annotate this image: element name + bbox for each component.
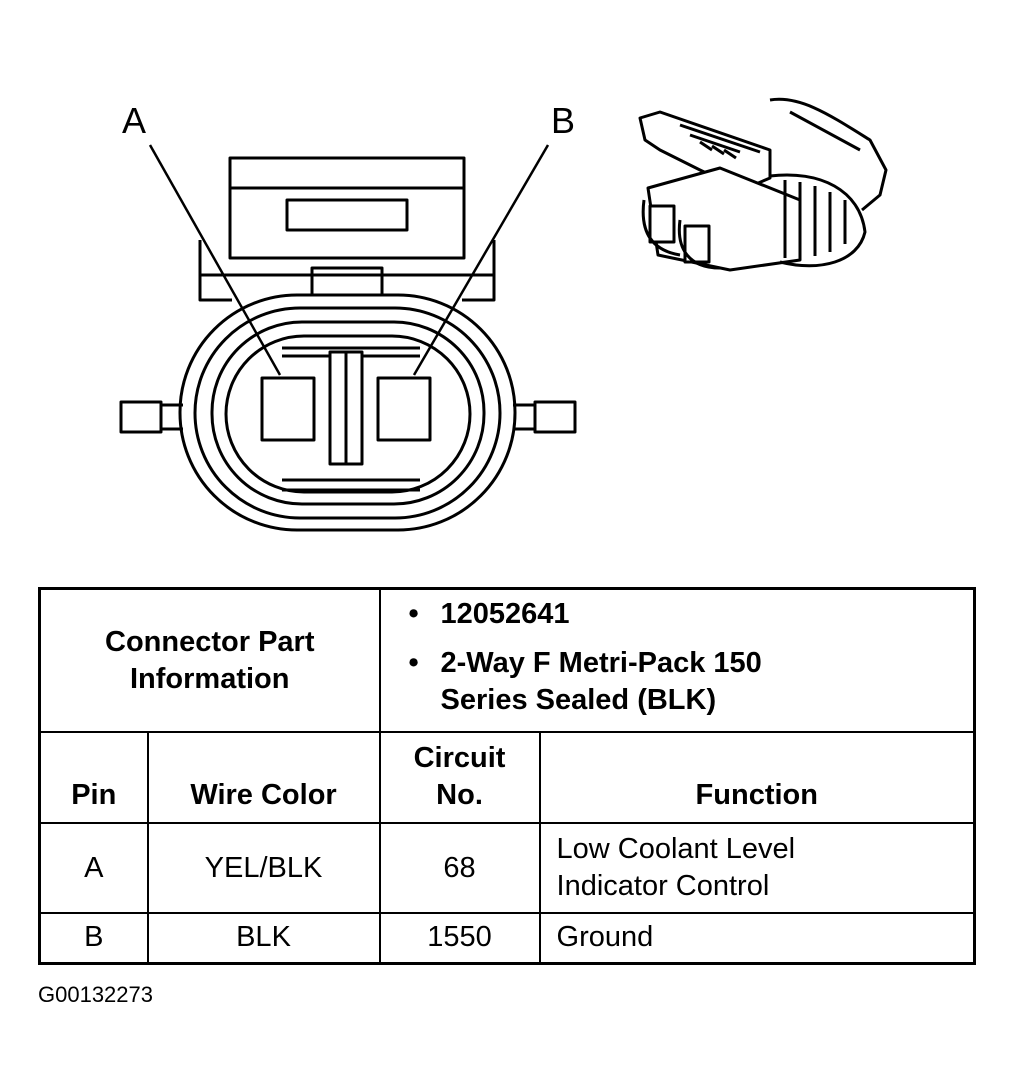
wire-color-cell: YEL/BLK [146, 822, 381, 914]
function-cell: Low Coolant Level Indicator Control [538, 822, 976, 914]
terminal-cavity-b [376, 376, 432, 442]
function-cell: Ground [538, 912, 976, 964]
circuit-cell: 68 [378, 822, 541, 914]
part-info-label: Connector Part Information [38, 587, 381, 733]
pin-label-a: A [122, 100, 146, 141]
header-row: Pin Wire Color Circuit No. Function [38, 731, 976, 824]
table-row: B BLK 1550 Ground [38, 912, 976, 964]
connector-latch [198, 156, 496, 302]
part-number: 12052641 [409, 596, 974, 633]
figure-id: G00132273 [38, 982, 153, 1007]
connector-type: 2-Way F Metri-Pack 150 Series Sealed (BL… [409, 645, 841, 719]
part-info-row: Connector Part Information 12052641 2-Wa… [38, 587, 976, 733]
pin-cell: B [38, 912, 149, 964]
circuit-cell: 1550 [378, 912, 541, 964]
header-pin: Pin [38, 731, 149, 824]
connector-info-table: Connector Part Information 12052641 2-Wa… [38, 587, 977, 965]
part-info-list: 12052641 2-Way F Metri-Pack 150 Series S… [381, 590, 974, 731]
terminal-cavity-a [260, 376, 316, 442]
header-function: Function [538, 731, 976, 824]
connector-perspective-view [638, 97, 888, 272]
part-info-cell: 12052641 2-Way F Metri-Pack 150 Series S… [378, 587, 976, 733]
pin-label-b: B [551, 100, 575, 141]
connector-body [119, 293, 577, 532]
wire-color-cell: BLK [146, 912, 381, 964]
table-row: A YEL/BLK 68 Low Coolant Level Indicator… [38, 822, 976, 914]
header-circuit-no: Circuit No. [378, 731, 541, 824]
connector-diagram: A B [119, 97, 888, 532]
leader-line-b [412, 144, 550, 376]
header-wire-color: Wire Color [146, 731, 381, 824]
leader-line-a [148, 144, 282, 376]
pin-cell: A [38, 822, 149, 914]
